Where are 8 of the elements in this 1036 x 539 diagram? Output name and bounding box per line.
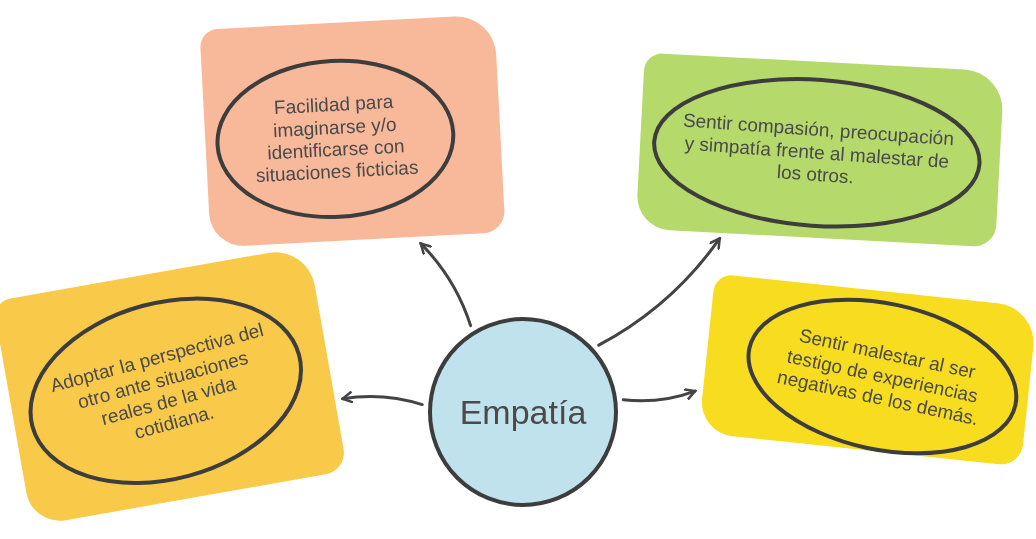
idea-text: Sentir malestar al ser testigo de experiencias negativas de los demás. (774, 324, 982, 432)
central-title: Empatía (459, 391, 587, 433)
arrow (597, 236, 722, 347)
arrow (419, 242, 473, 328)
idea-text: Sentir compasión, preocupación y simpatía frente al malestar de los otros. (681, 109, 956, 190)
idea-text: Facilidad para imaginarse y/o identificarse con situaciones ficticias (254, 90, 420, 189)
arrow (621, 388, 697, 403)
arrow (341, 391, 424, 407)
